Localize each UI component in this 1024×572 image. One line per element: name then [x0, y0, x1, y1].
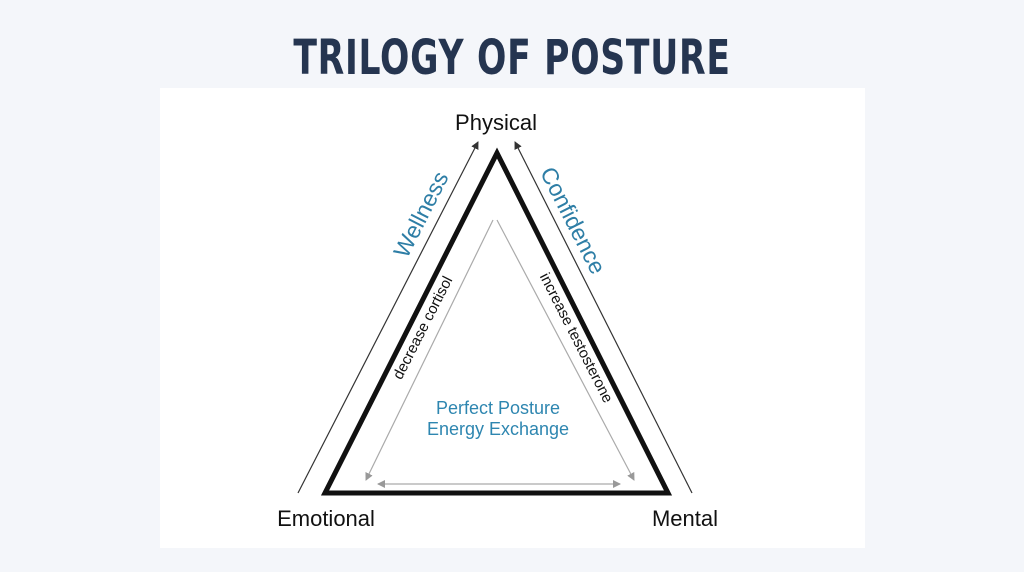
- label-wellness: Wellness: [388, 167, 453, 262]
- label-increase-testosterone: increase testosterone: [536, 270, 616, 406]
- inner-right-arrow: [496, 219, 635, 481]
- main-triangle: [320, 147, 673, 496]
- label-confidence: Confidence: [535, 163, 611, 278]
- vertex-physical: Physical: [455, 110, 537, 135]
- inner-left-arrow: [365, 219, 494, 481]
- center-text-line2: Energy Exchange: [427, 419, 569, 439]
- outer-left-arrow: [297, 141, 479, 494]
- page-title: TRILOGY OF POSTURE: [293, 30, 731, 86]
- vertex-emotional: Emotional: [277, 506, 375, 531]
- center-text-line1: Perfect Posture: [436, 398, 560, 418]
- vertex-mental: Mental: [652, 506, 718, 531]
- diagram-panel: [160, 88, 865, 548]
- outer-right-arrow: [514, 141, 693, 494]
- label-decrease-cortisol: decrease cortisol: [390, 274, 457, 383]
